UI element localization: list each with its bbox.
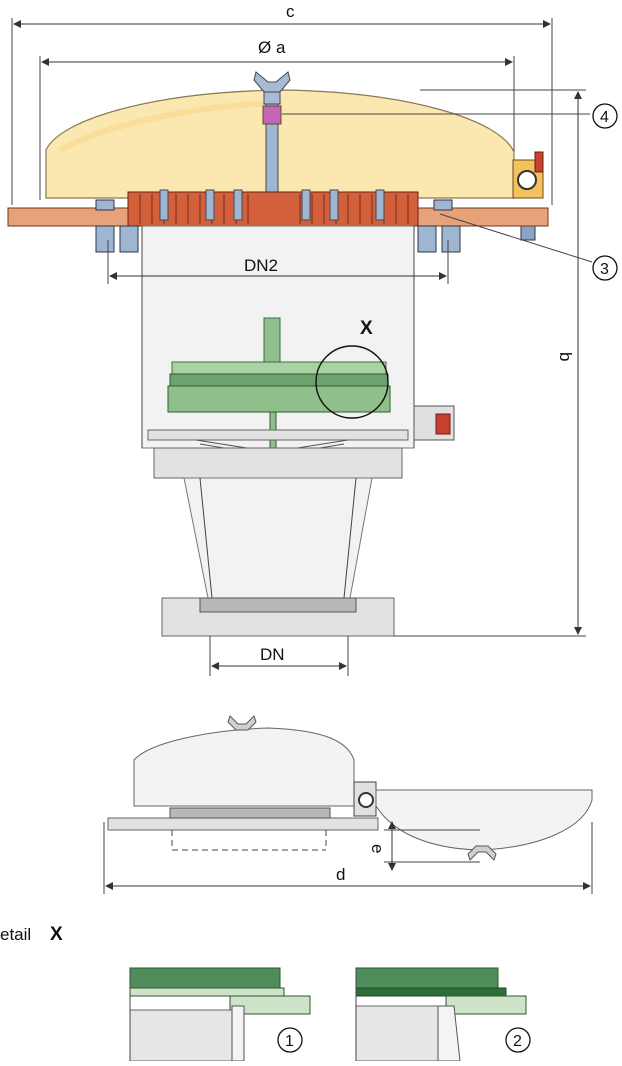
open-hinge [353,781,377,817]
valve-disc [167,317,391,463]
wing-nut-top-icon [227,715,257,731]
dimension-d: d [103,822,593,894]
hood-hinge [512,151,544,241]
flame-arrester-stack [7,189,549,227]
dimension-c: c [11,2,553,205]
dimension-dn: DN [209,636,349,676]
callout-1-label: 1 [285,1033,294,1050]
open-view: e d [103,715,593,894]
closed-hood [133,727,355,807]
dimension-e: e [368,821,480,871]
detail-x-circle [315,345,389,419]
dn2-label: DN2 [244,256,278,275]
dimension-dn2: DN2 [107,240,449,284]
detail-title-prefix: etail [0,925,31,944]
dim-a-label: Ø a [258,38,286,57]
detail-title-letter: X [50,924,63,945]
flange-bolts [95,199,461,253]
callout-4-label: 4 [600,109,609,126]
central-spindle [253,71,291,216]
detail-x-marker: X [360,318,373,339]
callout-2-label: 2 [513,1033,522,1050]
dn-label: DN [260,645,285,664]
dim-d-label: d [336,865,345,884]
detail-2: 2 [355,967,531,1062]
detail-1: 1 [129,967,311,1062]
detail-x-section: etail X 1 2 [0,924,531,1062]
callout-3: 3 [439,213,618,281]
lower-body [153,447,403,637]
callout-3-label: 3 [600,261,609,278]
dim-e-label: e [368,844,387,853]
side-box [413,405,455,441]
callout-4: 4 [282,103,618,129]
opened-hood [375,789,593,851]
wing-nut-bottom-icon [467,845,497,861]
main-view: c Ø a [7,2,618,676]
dim-b-label: b [556,352,575,361]
dim-c-label: c [286,2,295,21]
dimension-b: b [394,89,586,637]
wing-nut-icon [253,71,291,93]
